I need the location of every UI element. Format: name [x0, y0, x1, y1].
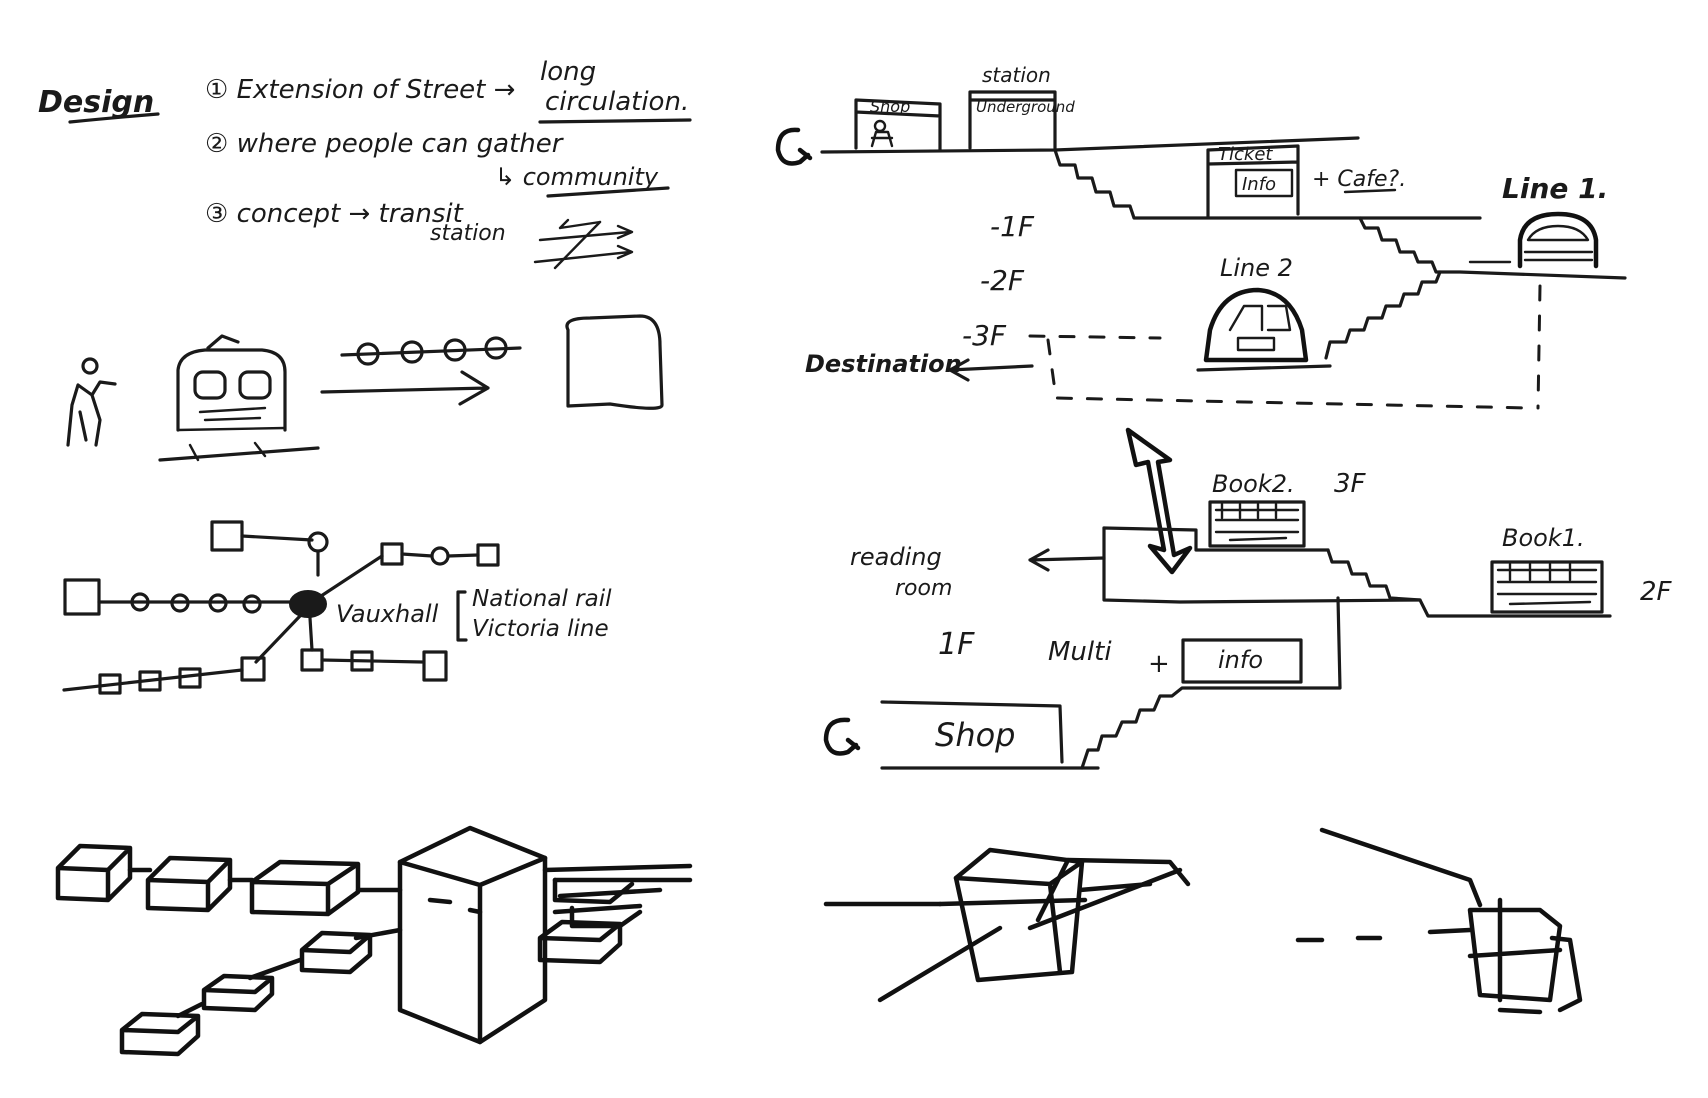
circulation-underline — [538, 118, 692, 124]
destination-box-icon — [565, 314, 664, 410]
destination-label: Destination — [805, 350, 962, 378]
network-node — [350, 650, 374, 672]
hub-label: Vauxhall — [336, 600, 439, 628]
book1-label: Book1. — [1502, 524, 1585, 552]
hub-node — [289, 590, 327, 618]
lower-entrance-arrow-icon — [823, 717, 861, 756]
network-diagram: Vauxhall National rail Victoria line — [62, 520, 612, 695]
station-label: station — [982, 63, 1051, 87]
network-node — [138, 670, 162, 692]
reading-label-a: reading — [850, 543, 942, 571]
network-node — [63, 578, 101, 616]
floor-1f-label: 1F — [938, 627, 975, 662]
design-label: Design — [38, 85, 154, 120]
ticket-booth — [1206, 144, 1300, 218]
level-b1-label: -1F — [990, 210, 1035, 243]
network-node — [430, 546, 450, 566]
station-box — [968, 90, 1057, 150]
note-point2-result: ↳ community — [495, 163, 659, 191]
transit-arrows-icon — [533, 218, 634, 270]
line2-label: Line 2 — [1220, 254, 1293, 282]
cafe-underline — [1343, 188, 1397, 194]
shop-person-icon — [870, 119, 894, 148]
book1-shelf-icon — [1490, 560, 1604, 614]
note-point1-result-a: long — [540, 57, 596, 87]
community-underline — [546, 186, 670, 198]
level-b2-label: -2F — [980, 264, 1025, 297]
note-point3-b: station — [430, 221, 506, 246]
ticket-label: Ticket — [1218, 144, 1273, 165]
cube-sketches — [823, 827, 1583, 1015]
shop-label: Shop — [870, 97, 910, 116]
network-node — [422, 650, 448, 682]
upper-info-label: Info — [1242, 174, 1276, 195]
network-node — [476, 543, 500, 567]
vertical-link-arrow — [1125, 427, 1193, 575]
train-icon — [158, 334, 320, 462]
level-b3-label: -3F — [962, 319, 1007, 352]
book2-shelf-icon — [1208, 500, 1306, 548]
station-box-label: Underground — [976, 98, 1075, 116]
network-node — [208, 593, 228, 613]
book2-label: Book2. — [1212, 470, 1295, 498]
network-node — [210, 520, 244, 552]
plus-label: + — [1148, 649, 1170, 679]
note-point3-a: ③ concept → transit — [205, 199, 464, 229]
reading-label-b: room — [895, 576, 952, 601]
network-node — [300, 648, 324, 672]
lower-shop-box — [880, 700, 1064, 764]
line1-label: Line 1. — [1502, 172, 1608, 205]
lower-info-box — [1181, 638, 1303, 684]
route-dots-icon — [320, 336, 522, 406]
lower-shop-label: Shop — [935, 716, 1015, 754]
design-underline — [68, 112, 160, 124]
upper-section: Shop station Underground Ticket Info + C… — [775, 63, 1627, 410]
lines-bracket — [456, 590, 468, 642]
line2-train-icon — [1203, 287, 1309, 363]
mass-model-sketch — [55, 825, 693, 1057]
lower-section: Book2. 3F Book1. 2F reading room 1F Mult… — [823, 427, 1673, 770]
network-lines-a: National rail — [472, 586, 612, 612]
entrance-arrow-icon — [775, 127, 813, 166]
reading-arrow — [1028, 548, 1106, 572]
network-node — [98, 673, 122, 695]
destination-arrow — [948, 358, 1034, 382]
cafe-label: + Cafe?. — [1312, 167, 1406, 192]
note-point2: ② where people can gather — [205, 129, 565, 159]
book1-floor: 2F — [1640, 577, 1673, 607]
lower-info-label: info — [1218, 646, 1263, 674]
multi-label: Multi — [1048, 637, 1112, 667]
network-node — [380, 542, 404, 566]
journey-sketch — [66, 314, 664, 462]
network-lines-b: Victoria line — [472, 616, 609, 642]
shop-box — [854, 98, 942, 152]
book2-floor: 3F — [1334, 469, 1367, 499]
note-point1-result-b: circulation. — [545, 87, 689, 117]
network-node — [242, 594, 262, 614]
network-node — [178, 667, 202, 689]
network-node — [130, 592, 150, 612]
line1-train-icon — [1517, 211, 1599, 269]
info-box — [1234, 168, 1294, 198]
note-point1: ① Extension of Street → — [205, 75, 515, 105]
person-icon — [66, 357, 117, 447]
network-node — [240, 656, 266, 682]
network-node — [170, 593, 190, 613]
network-node — [307, 531, 329, 553]
design-notes: Design ① Extension of Street → long circ… — [38, 57, 692, 270]
